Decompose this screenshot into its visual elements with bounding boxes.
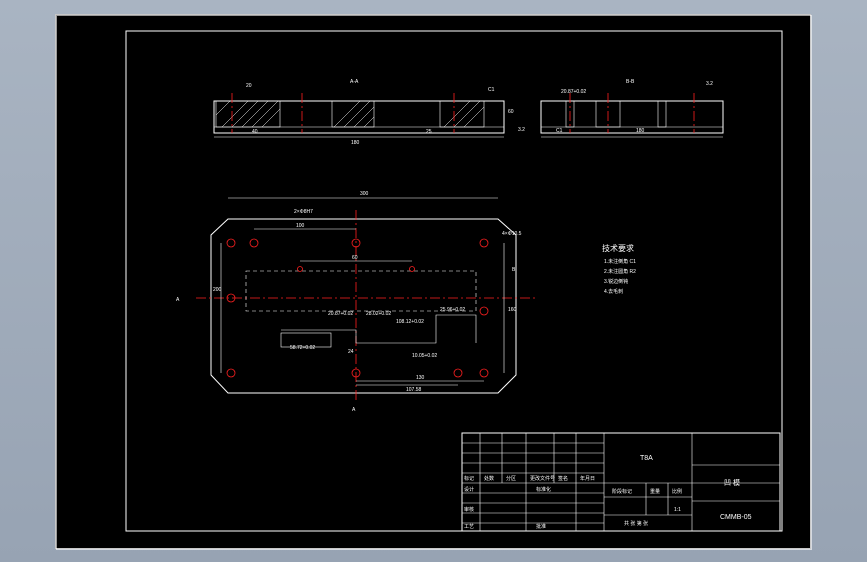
tech-req-line-2: 2.未注圆角 R2 [604, 268, 636, 275]
dim-label-25: 25 [426, 129, 432, 135]
title-block: T8A 凹 模 CMMB-05 1:1 共 张 第 张 标记 处数 分区 更改文… [461, 432, 781, 532]
tb-header-date: 年月日 [580, 475, 595, 482]
dim-label-60: 60 [508, 109, 514, 115]
sheet-info-text: 共 张 第 张 [624, 520, 648, 527]
roughness-label-2: 3.2 [706, 81, 713, 87]
section-mark-b: B [512, 267, 516, 273]
hole-left-mid [226, 293, 236, 303]
tb-header-change: 更改文件号 [530, 475, 555, 482]
tb-approve-label: 批准 [536, 523, 546, 530]
tb-header-sign: 签名 [558, 475, 568, 482]
scale-text: 1:1 [674, 507, 681, 513]
plate-outline [210, 218, 517, 394]
tech-req-line-3: 3.锐边倒钝 [604, 278, 628, 285]
dim-107: 107.58 [406, 387, 422, 393]
dim-100: 100 [296, 223, 305, 229]
hole-bl [226, 368, 236, 378]
dim-200: 200 [213, 287, 222, 293]
hatch-area-middle [331, 100, 375, 128]
tech-req-title: 技术要求 [602, 243, 634, 253]
hatch-area-left [215, 100, 281, 128]
pin-hole-2 [453, 368, 463, 378]
pin-note: 2×Φ8H7 [294, 209, 313, 215]
fit-4: 108.12+0.02 [396, 319, 424, 325]
part-name-text: 凹 模 [724, 478, 740, 487]
hole-tr [479, 238, 489, 248]
tech-req-line-1: 1.未注倒角 C1 [604, 258, 636, 265]
dim-130: 130 [416, 375, 425, 381]
fit-2: 28.02+0.02 [366, 311, 391, 317]
dim-24: 24 [348, 349, 354, 355]
section-mark-a-left: A [176, 297, 180, 303]
section-title-bb: B-B [626, 79, 635, 85]
dim-60-plan: 60 [352, 255, 358, 261]
section-view-aa: 180 40 25 A-A 60 C1 3.2 20 [213, 79, 525, 146]
dim-label-20: 20 [246, 83, 252, 89]
cad-viewport[interactable]: 180 40 25 A-A 60 C1 3.2 20 180 B-B C1 3.… [55, 14, 812, 550]
hidden-slot [245, 270, 477, 312]
section-view-bb: 180 B-B C1 3.2 20.87+0.02 [540, 79, 724, 138]
tech-req-line-4: 4.去毛刺 [604, 288, 623, 295]
hole-br [479, 368, 489, 378]
hole-bottom-mid [351, 368, 361, 378]
section-title-aa: A-A [350, 79, 359, 85]
cavity-profile [281, 314, 477, 344]
hatch-area-right [439, 100, 485, 128]
dim-160: 160 [508, 307, 517, 313]
tb-header-zone: 分区 [506, 475, 516, 482]
dim-label-180-bb: 180 [636, 128, 645, 134]
chamfer-label: C1 [488, 87, 495, 93]
tb-header-mark: 标记 [464, 475, 474, 482]
hole-top-mid [351, 238, 361, 248]
fit-1: 20.87+0.02 [328, 311, 353, 317]
fit-label-bb: 20.87+0.02 [561, 89, 586, 95]
tb-row-review: 审核 [464, 506, 474, 513]
plan-view: 300 100 60 130 107.58 160 200 2×Φ8H7 4×Φ… [176, 191, 536, 413]
roughness-label-1: 3.2 [518, 127, 525, 133]
fit-6: 58.72+0.02 [290, 345, 315, 351]
dim-label-40: 40 [252, 129, 258, 135]
hole-set [226, 238, 489, 378]
fit-5: 10.05+0.02 [412, 353, 437, 359]
fit-3: 25.96+0.02 [440, 307, 465, 313]
sheet-outer-border [56, 15, 812, 550]
pin-hole-1 [249, 238, 259, 248]
drawing-number-text: CMMB-05 [720, 514, 752, 521]
tb-ratio-label: 比例 [672, 488, 682, 495]
tb-row-process: 工艺 [464, 524, 474, 530]
hole-note: 4×Φ10.5 [502, 231, 522, 237]
tb-stage-label: 阶段标记 [612, 488, 632, 495]
drawing-frame [125, 30, 783, 532]
tb-std-label: 标准化 [536, 486, 551, 493]
dim-overall-width: 300 [360, 191, 369, 197]
material-text: T8A [640, 455, 653, 462]
hole-right-mid [479, 306, 489, 316]
tb-weight-label: 重量 [650, 488, 660, 495]
title-block-border [461, 432, 781, 532]
tech-requirements: 技术要求 1.未注倒角 C1 2.未注圆角 R2 3.锐边倒钝 4.去毛刺 [602, 243, 636, 295]
drawing-canvas: 180 40 25 A-A 60 C1 3.2 20 180 B-B C1 3.… [56, 15, 812, 550]
dim-label-180: 180 [351, 140, 360, 146]
hole-tl [226, 238, 236, 248]
tb-header-count: 处数 [484, 475, 494, 482]
chamfer-label-bb: C1 [556, 128, 563, 134]
section-mark-a-bottom: A [352, 407, 356, 413]
section-outline-bb [540, 100, 724, 134]
tb-row-design: 设计 [464, 486, 474, 493]
